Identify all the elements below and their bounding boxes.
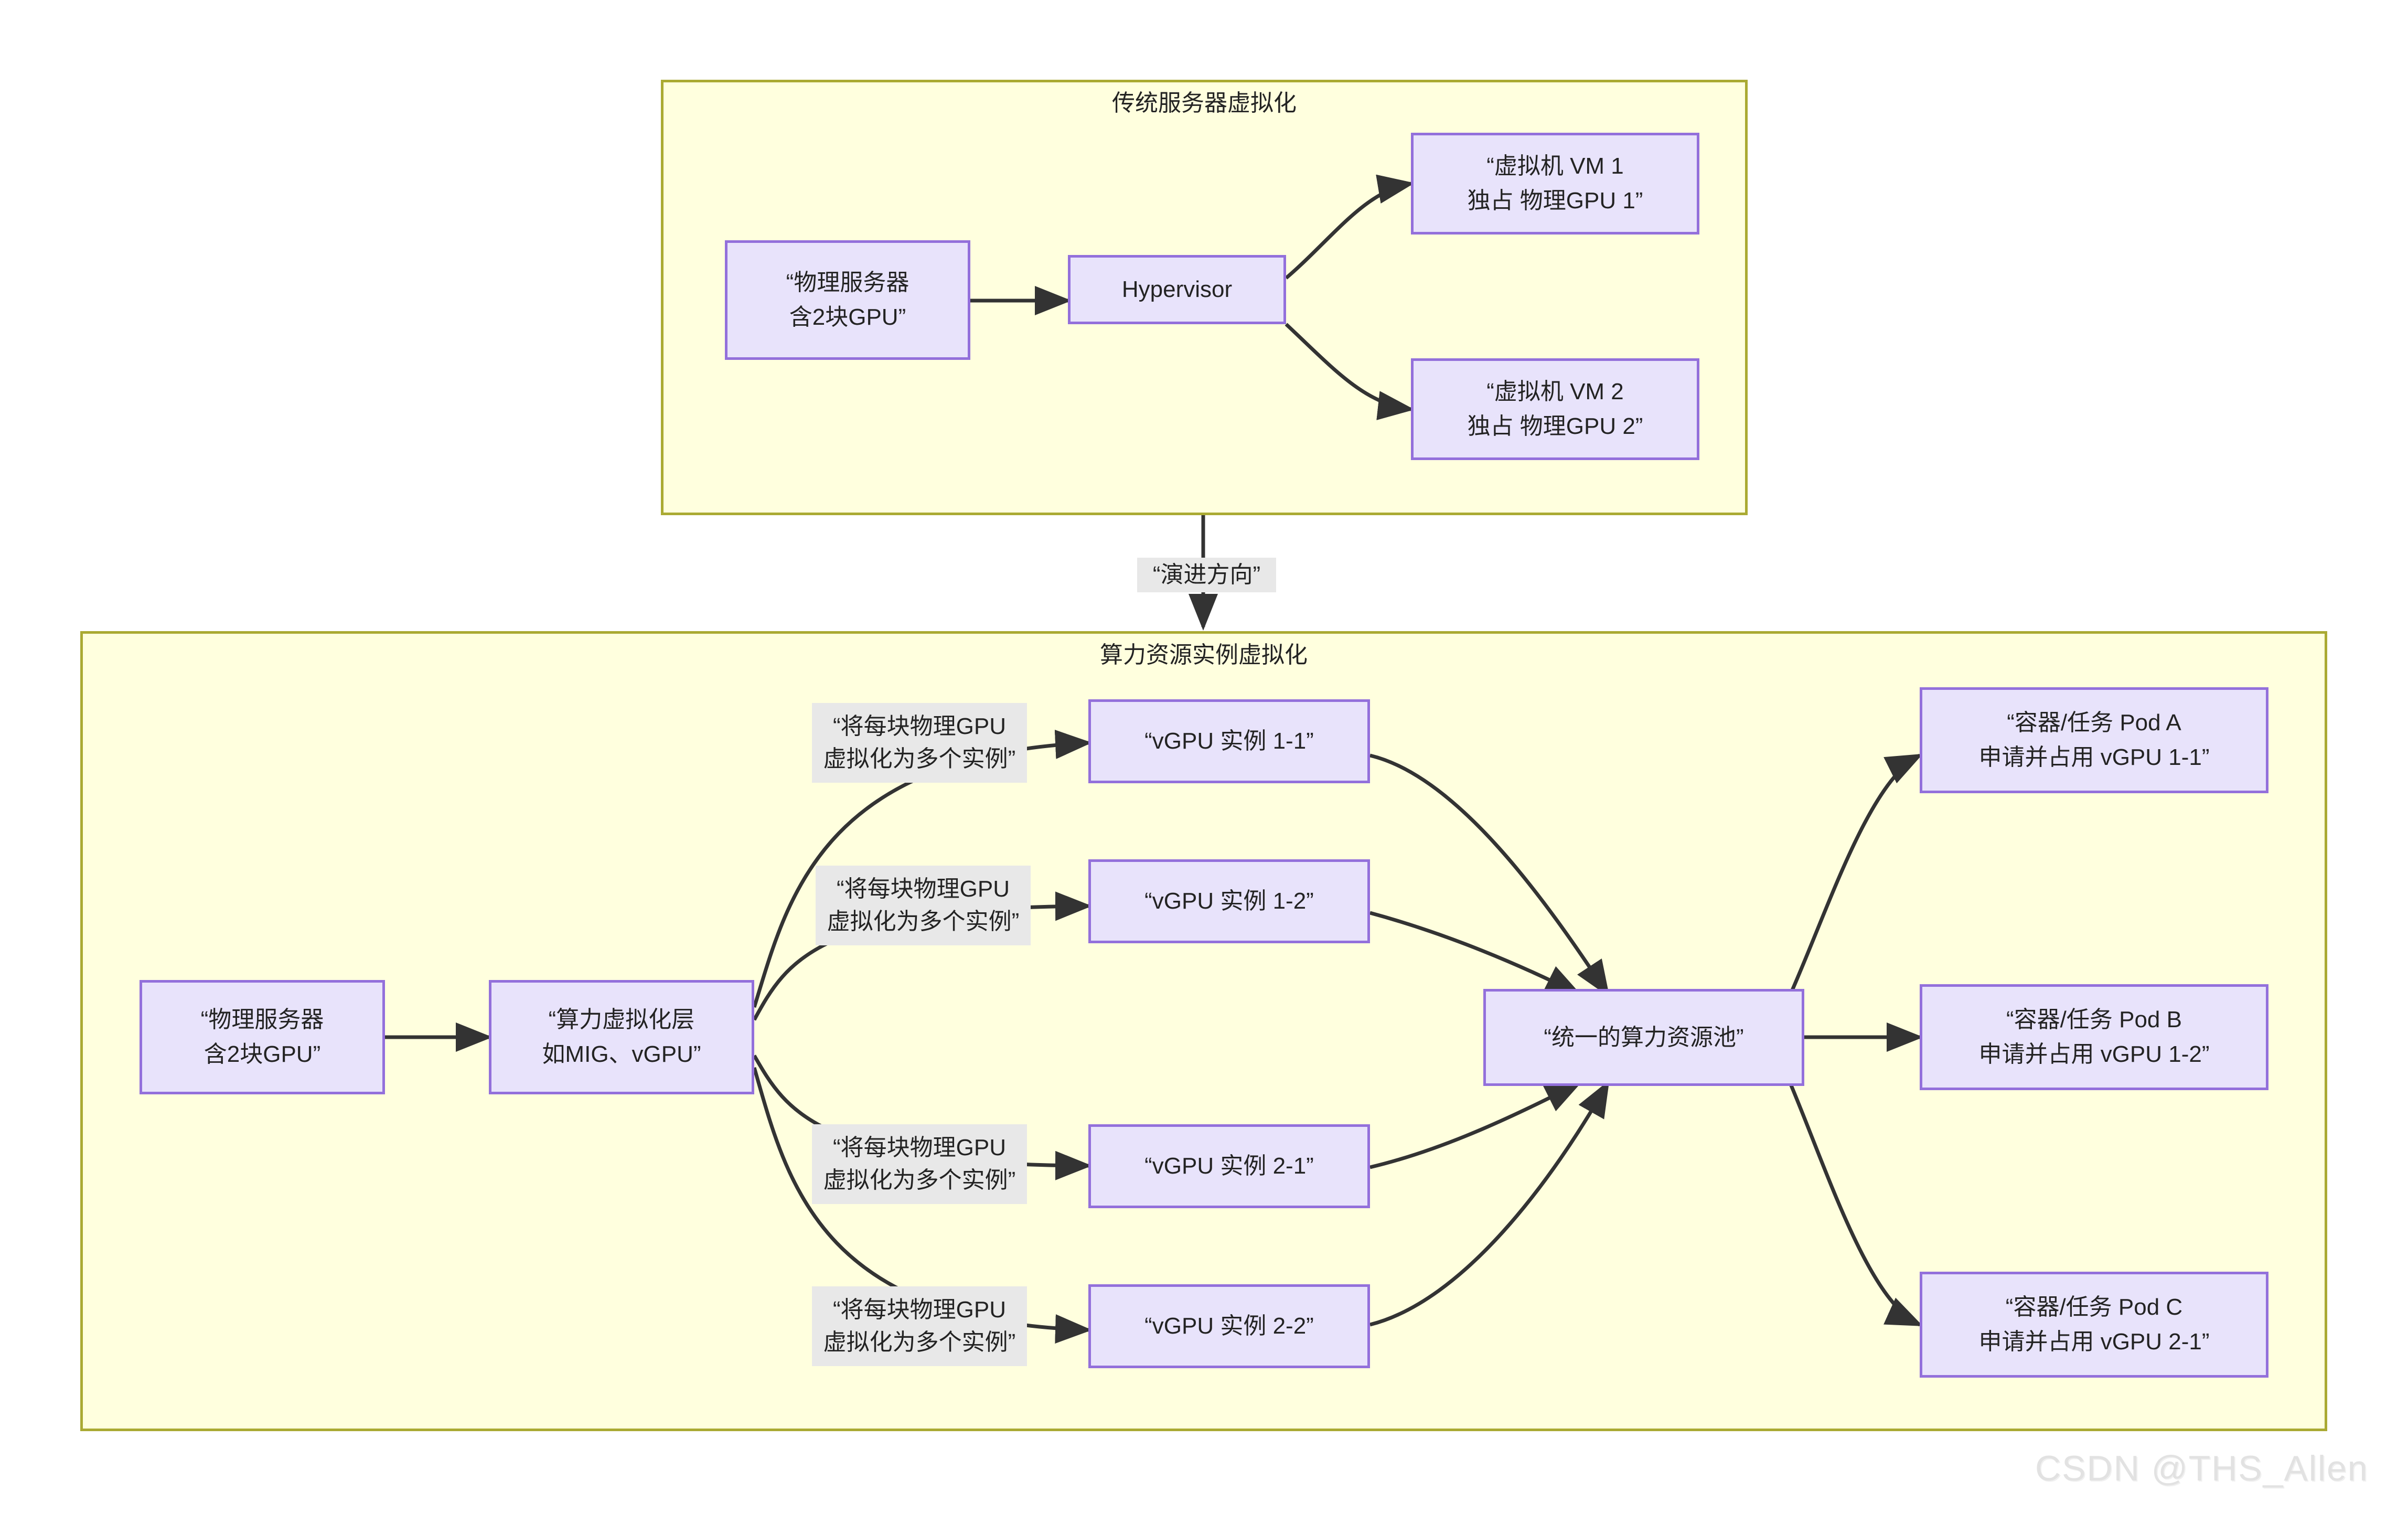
node-vgpu-instance-2-2[interactable]: “vGPU 实例 2-2” [1088, 1284, 1370, 1368]
label-evolution-direction: “演进方向” [1137, 558, 1276, 592]
node-hypervisor[interactable]: Hypervisor [1068, 255, 1286, 324]
node-pod-c[interactable]: “容器/任务 Pod C 申请并占用 vGPU 2-1” [1920, 1272, 2268, 1378]
node-pod-b-label: “容器/任务 Pod B 申请并占用 vGPU 1-2” [1978, 1007, 2210, 1067]
label-split-4: “将每块物理GPU 虚拟化为多个实例” [812, 1286, 1027, 1366]
node-vgpu-instance-2-1-label: “vGPU 实例 2-1” [1144, 1153, 1314, 1179]
node-virtualization-layer[interactable]: “算力虚拟化层 如MIG、vGPU” [489, 980, 754, 1094]
node-vgpu-instance-2-1[interactable]: “vGPU 实例 2-1” [1088, 1124, 1370, 1208]
node-virtualization-layer-label: “算力虚拟化层 如MIG、vGPU” [542, 1007, 701, 1067]
node-vm-1[interactable]: “虚拟机 VM 1 独占 物理GPU 1” [1411, 133, 1699, 235]
node-physical-server-top[interactable]: “物理服务器 含2块GPU” [725, 240, 970, 360]
node-vm-2-label: “虚拟机 VM 2 独占 物理GPU 2” [1467, 379, 1643, 439]
label-split-1: “将每块物理GPU 虚拟化为多个实例” [812, 703, 1027, 783]
node-resource-pool[interactable]: “统一的算力资源池” [1483, 989, 1804, 1086]
node-physical-server-top-label: “物理服务器 含2块GPU” [786, 270, 909, 330]
node-pod-b[interactable]: “容器/任务 Pod B 申请并占用 vGPU 1-2” [1920, 984, 2268, 1090]
node-vgpu-instance-2-2-label: “vGPU 实例 2-2” [1144, 1313, 1314, 1339]
node-vgpu-instance-1-1[interactable]: “vGPU 实例 1-1” [1088, 699, 1370, 783]
node-physical-server-bottom-label: “物理服务器 含2块GPU” [200, 1007, 324, 1067]
node-hypervisor-label: Hypervisor [1121, 276, 1233, 302]
node-pod-a[interactable]: “容器/任务 Pod A 申请并占用 vGPU 1-1” [1920, 687, 2268, 793]
node-vgpu-instance-1-1-label: “vGPU 实例 1-1” [1144, 728, 1314, 754]
label-split-2: “将每块物理GPU 虚拟化为多个实例” [816, 866, 1031, 945]
frame-traditional-title: 传统服务器虚拟化 [1112, 90, 1297, 116]
frame-compute-title: 算力资源实例虚拟化 [1100, 642, 1308, 668]
node-vgpu-instance-1-2[interactable]: “vGPU 实例 1-2” [1088, 859, 1370, 943]
node-resource-pool-label: “统一的算力资源池” [1544, 1024, 1744, 1050]
watermark-csdn: CSDN @THS_Allen [2035, 1448, 2369, 1488]
node-vm-1-label: “虚拟机 VM 1 独占 物理GPU 1” [1467, 153, 1643, 214]
node-pod-c-label: “容器/任务 Pod C 申请并占用 vGPU 2-1” [1978, 1294, 2210, 1355]
label-split-3: “将每块物理GPU 虚拟化为多个实例” [812, 1124, 1027, 1204]
node-vm-2[interactable]: “虚拟机 VM 2 独占 物理GPU 2” [1411, 358, 1699, 460]
node-pod-a-label: “容器/任务 Pod A 申请并占用 vGPU 1-1” [1978, 710, 2210, 770]
node-vgpu-instance-1-2-label: “vGPU 实例 1-2” [1144, 888, 1314, 914]
node-physical-server-bottom[interactable]: “物理服务器 含2块GPU” [140, 980, 385, 1094]
